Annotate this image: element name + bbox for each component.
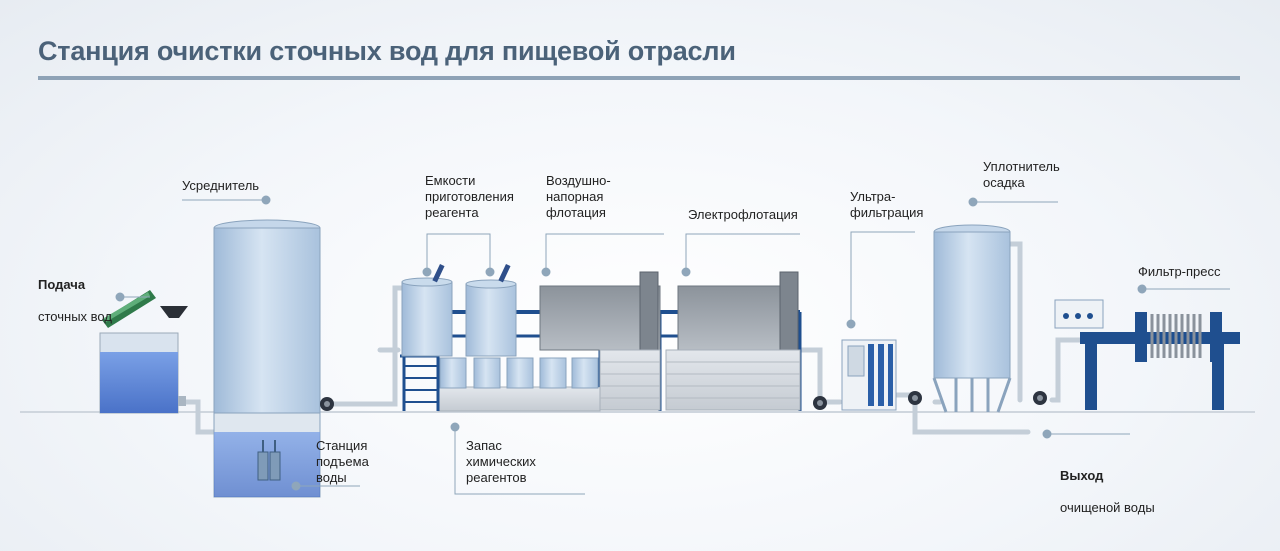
title-divider	[38, 76, 1240, 80]
label-electroflotation: Электрофлотация	[688, 207, 798, 222]
pump-3	[908, 391, 922, 405]
daf-unit	[539, 271, 661, 411]
ultrafiltration-unit	[841, 339, 897, 411]
callout-dot-equalizer	[261, 195, 271, 205]
pipe-network	[175, 241, 1083, 439]
pump-1	[320, 397, 334, 411]
lift-pumps	[257, 440, 281, 481]
callout-dot-daf	[541, 267, 551, 277]
page-title: Станция очистки сточных вод для пищевой …	[38, 36, 736, 66]
feed-chute	[102, 290, 188, 328]
receiving-tank	[99, 332, 186, 414]
label-outlet: Выход очищеной воды	[1060, 452, 1155, 516]
sludge-thickener	[932, 224, 1012, 413]
label-feed-sub: сточных вод	[38, 309, 112, 324]
reagent-tank-1	[401, 263, 453, 357]
chemical-stock-tanks	[439, 357, 599, 389]
callout-dot-electro	[681, 267, 691, 277]
reagent-tank-2	[465, 263, 517, 357]
label-daf: Воздушно- напорная флотация	[546, 173, 611, 220]
label-outlet-title: Выход	[1060, 468, 1104, 483]
callout-dot-lift	[291, 481, 301, 491]
chemical-stock-base	[437, 386, 601, 412]
label-reagent-tanks: Емкости приготовления реагента	[425, 173, 514, 220]
label-ultrafiltration: Ультра- фильтрация	[850, 189, 924, 220]
pump-4	[1033, 391, 1047, 405]
callout-dot-chem	[450, 422, 460, 432]
callout-dot-uf	[846, 319, 856, 329]
callout-dot-press	[1137, 284, 1147, 294]
label-equalizer: Усреднитель	[182, 178, 260, 193]
callout-dot-outlet	[1042, 429, 1052, 439]
label-feed-title: Подача	[38, 277, 86, 292]
filter-press	[1054, 299, 1240, 410]
callout-dot-thickener	[968, 197, 978, 207]
label-lift-station: Станция подъема воды	[316, 438, 369, 485]
label-feed: Подача сточных вод	[38, 261, 112, 325]
electroflotation-unit	[665, 271, 801, 411]
equalizer-tank	[213, 219, 321, 498]
label-sludge-thickener: Уплотнитель осадка	[983, 159, 1060, 190]
callout-dot-feed	[115, 292, 125, 302]
label-chemical-stock: Запас химических реагентов	[466, 438, 536, 485]
callouts	[115, 195, 1230, 495]
callout-dot-reagent	[485, 267, 495, 277]
label-outlet-sub: очищеной воды	[1060, 500, 1155, 515]
pump-2	[813, 396, 827, 410]
label-filter-press: Фильтр-пресс	[1138, 264, 1221, 279]
